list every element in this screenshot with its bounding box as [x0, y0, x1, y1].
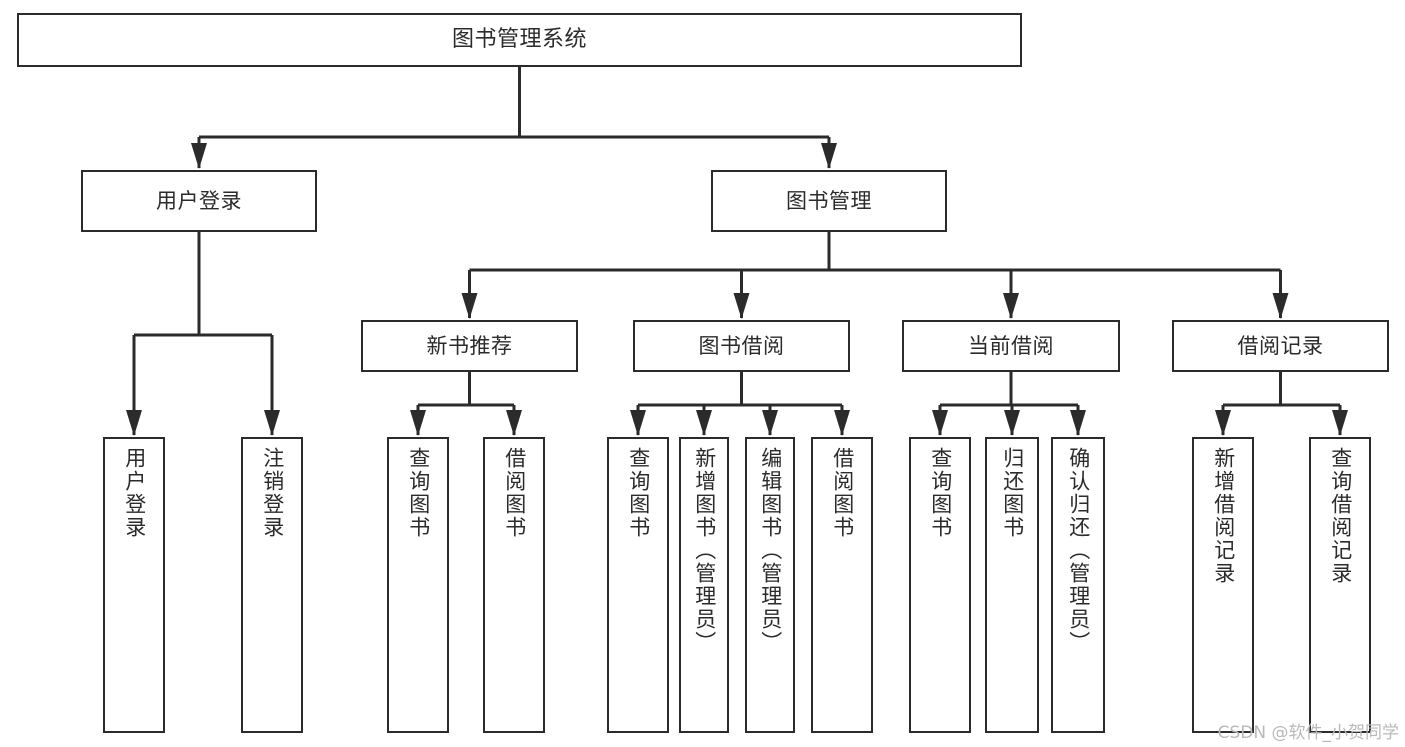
- leaf-confirm-return-admin[interactable]: 确认归还（管理员）: [1051, 437, 1105, 733]
- node-label: 借阅图书: [830, 447, 855, 539]
- node-label: 用户登录: [122, 447, 147, 539]
- leaf-edit-book-admin[interactable]: 编辑图书（管理员）: [745, 437, 795, 733]
- node-label: 确认归还（管理员）: [1066, 447, 1091, 654]
- node-label: 借阅记录: [1237, 333, 1324, 358]
- leaf-borrow-book-1[interactable]: 借阅图书: [483, 437, 545, 733]
- leaf-borrow-book-2[interactable]: 借阅图书: [811, 437, 873, 733]
- node-label: 新书推荐: [426, 333, 513, 358]
- leaf-query-book-3[interactable]: 查询图书: [909, 437, 971, 733]
- node-label: 借阅图书: [502, 447, 527, 539]
- node-label: 图书管理: [786, 188, 872, 213]
- leaf-return-book[interactable]: 归还图书: [985, 437, 1039, 733]
- node-label: 查询图书: [928, 447, 953, 539]
- csdn-watermark: CSDN @软件_小贺同学: [1217, 723, 1399, 743]
- node-label: 用户登录: [156, 188, 242, 213]
- node-current-borrowing[interactable]: 当前借阅: [902, 320, 1120, 372]
- node-borrowing-record[interactable]: 借阅记录: [1172, 320, 1389, 372]
- leaf-query-book-1[interactable]: 查询图书: [387, 437, 449, 733]
- node-label: 查询图书: [626, 447, 651, 539]
- leaf-add-book-admin[interactable]: 新增图书（管理员）: [679, 437, 729, 733]
- node-label: 查询图书: [406, 447, 431, 539]
- leaf-query-book-2[interactable]: 查询图书: [607, 437, 669, 733]
- node-label: 图书管理系统: [451, 27, 587, 53]
- leaf-user-login[interactable]: 用户登录: [103, 437, 165, 733]
- node-new-book-recommendation[interactable]: 新书推荐: [361, 320, 578, 372]
- node-label: 新增借阅记录: [1211, 447, 1236, 585]
- node-label: 图书借阅: [698, 333, 785, 358]
- node-label: 查询借阅记录: [1328, 447, 1353, 585]
- node-book-borrowing[interactable]: 图书借阅: [633, 320, 850, 372]
- node-label: 归还图书: [1000, 447, 1025, 539]
- leaf-query-borrowing-record[interactable]: 查询借阅记录: [1309, 437, 1371, 733]
- node-label: 注销登录: [260, 447, 285, 539]
- node-label: 新增图书（管理员）: [692, 447, 717, 654]
- leaf-logout[interactable]: 注销登录: [241, 437, 303, 733]
- node-user-login[interactable]: 用户登录: [81, 170, 317, 232]
- node-root-book-management-system[interactable]: 图书管理系统: [17, 13, 1022, 67]
- leaf-add-borrowing-record[interactable]: 新增借阅记录: [1192, 437, 1254, 733]
- node-label: 当前借阅: [968, 333, 1054, 358]
- node-book-management[interactable]: 图书管理: [711, 170, 947, 232]
- node-label: 编辑图书（管理员）: [758, 447, 783, 654]
